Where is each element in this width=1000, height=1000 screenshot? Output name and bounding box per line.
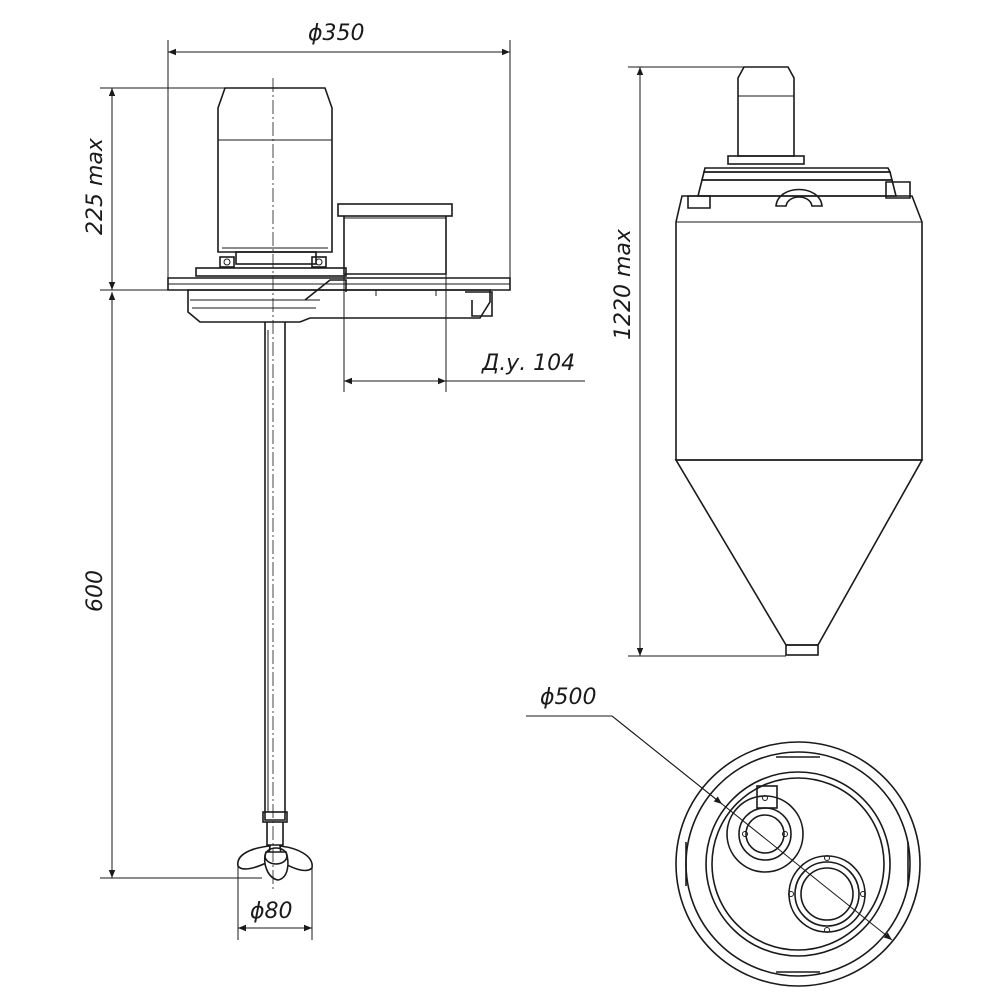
dim-label-1220: 1220 max xyxy=(611,228,636,340)
dim-225 xyxy=(100,87,225,291)
dim-label-phi500: ϕ500 xyxy=(540,685,597,710)
dim-phi350 xyxy=(167,40,511,278)
motor-opening xyxy=(726,785,804,873)
propeller xyxy=(237,845,313,881)
tank-outlet xyxy=(785,644,819,656)
dim-label-phi350: ϕ350 xyxy=(308,21,365,46)
motor xyxy=(217,87,333,268)
tank-motor xyxy=(727,66,805,165)
mixer-side-view: ϕ350 225 max 600 ϕ80 Д.у. 104 xyxy=(83,21,585,940)
tank-side-view: 1220 max xyxy=(611,66,924,657)
hatch-opening xyxy=(788,855,866,933)
dim-label-phi80: ϕ80 xyxy=(250,899,293,924)
dim-phi80 xyxy=(237,866,313,940)
dim-label-du104: Д.у. 104 xyxy=(481,351,575,376)
tank-top-view xyxy=(526,715,921,987)
dim-label-225: 225 max xyxy=(83,137,108,235)
dim-1220 xyxy=(628,66,786,657)
dim-label-600: 600 xyxy=(83,570,108,612)
tank-cone xyxy=(674,459,924,646)
mounting-flange xyxy=(167,267,511,323)
tank-cylinder xyxy=(675,195,923,461)
dim-600 xyxy=(100,292,262,879)
shaft xyxy=(262,322,288,846)
dim-du104 xyxy=(343,274,585,392)
loading-neck xyxy=(337,203,453,275)
tank-lid xyxy=(687,167,911,209)
